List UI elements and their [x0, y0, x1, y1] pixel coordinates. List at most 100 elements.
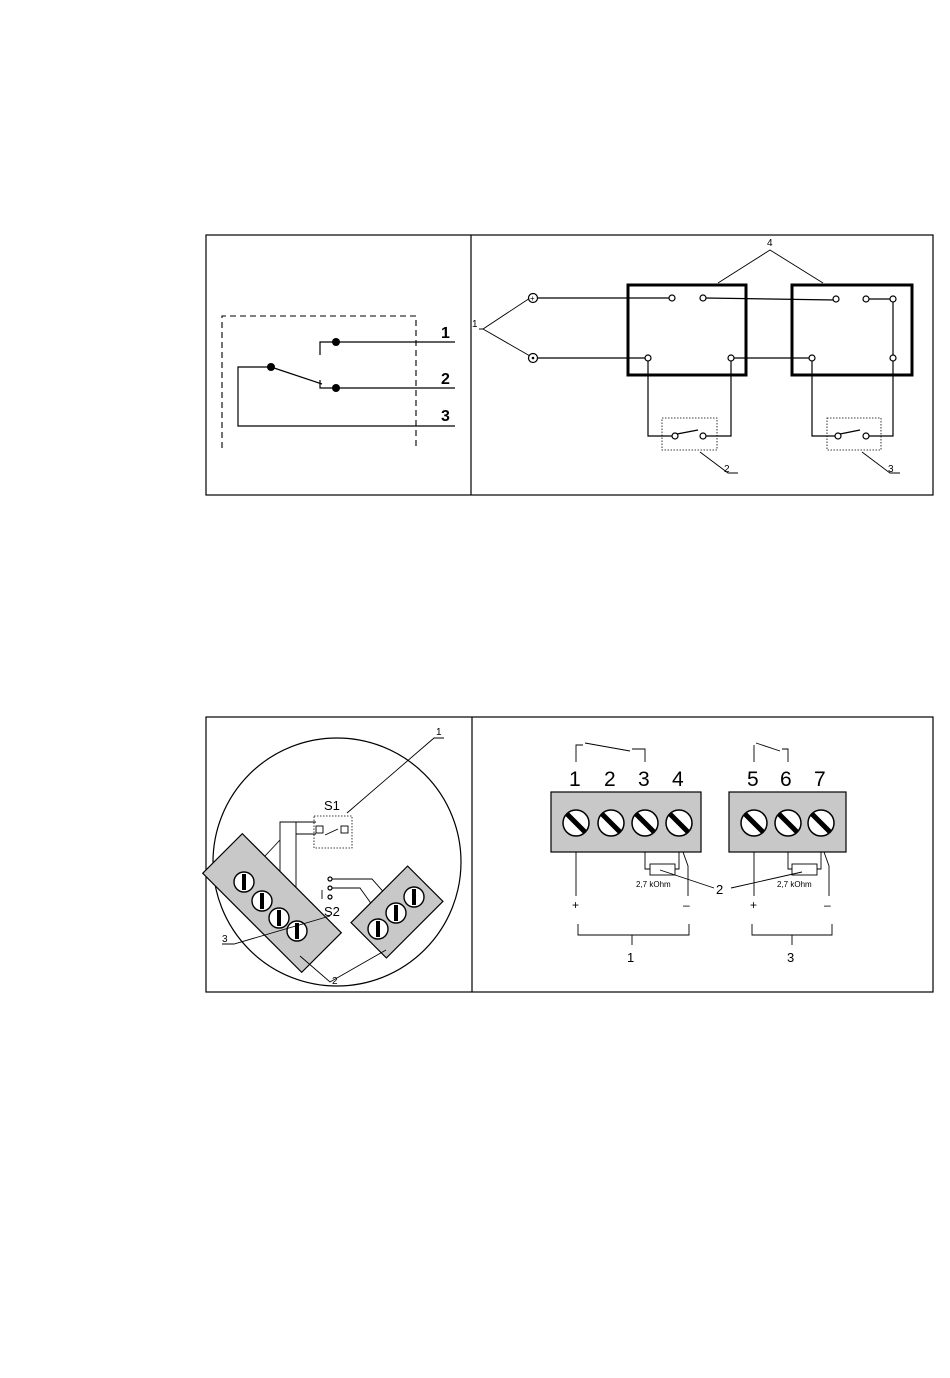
callout-3: 3: [787, 950, 794, 965]
contact-blade: [756, 743, 780, 751]
wire-minus: [683, 852, 688, 896]
callout-1: 1: [436, 727, 442, 738]
screw: [563, 810, 589, 836]
callout-1-leader: [347, 738, 444, 813]
wire-3: [238, 367, 455, 426]
device-terminal: [645, 355, 651, 361]
contact-symbol: [782, 749, 788, 762]
pivot-point: [267, 363, 275, 371]
callout-2: 2: [332, 976, 338, 987]
eol-switch: [677, 430, 698, 434]
detector-base-view: S1 S2 1 2 3: [203, 727, 461, 987]
wiring-diagram-1: 1 2 3 1 + 4: [0, 0, 950, 520]
wiring-diagram-2: S1 S2 1 2 3: [0, 700, 950, 1010]
switch-s1-contact: [316, 826, 323, 833]
switch-s2-contact: [328, 895, 332, 899]
eol-switch: [840, 430, 860, 434]
contact-point: [332, 384, 340, 392]
eol-contact: [863, 433, 869, 439]
s1-wire: [296, 822, 316, 834]
resistor-lead: [645, 852, 650, 869]
screw: [632, 810, 658, 836]
screw: [775, 810, 801, 836]
device-terminal: [728, 355, 734, 361]
bus-plus: [705, 298, 835, 300]
callout-3-leader: [862, 452, 900, 473]
eol-wire: [868, 361, 893, 436]
terminal-number: 1: [569, 768, 581, 791]
terminal-number: 7: [814, 768, 826, 791]
resistor-label: 2,7 kOhm: [777, 880, 812, 889]
contact-symbol: [576, 745, 583, 762]
terminal-number: 3: [638, 768, 650, 791]
device-terminal: [863, 296, 869, 302]
wire-minus: [824, 852, 829, 896]
switch-s1-contact: [341, 826, 348, 833]
switch-s1: [314, 816, 352, 848]
screw: [598, 810, 624, 836]
bracket-3: [752, 924, 832, 935]
bracket-1: [578, 924, 689, 935]
contact-blade: [585, 743, 630, 751]
figure-frame: [206, 235, 933, 495]
resistor-lead: [788, 852, 792, 869]
screw: [368, 919, 388, 939]
terminal-strips: 1 2 3 4 5 6 7 2,7 kOhm + – 1: [551, 743, 846, 965]
terminal-number: 4: [672, 768, 684, 791]
callout-3: 3: [888, 464, 894, 475]
screw: [386, 903, 406, 923]
plus-sign: +: [530, 294, 535, 303]
screw: [234, 872, 254, 892]
callout-4-leader: [718, 250, 823, 283]
callout-1: 1: [627, 950, 634, 965]
switch-s2-contact: [328, 877, 332, 881]
minus-sign: –: [824, 898, 831, 912]
resistor-lead: [817, 852, 821, 869]
plus-sign: +: [572, 898, 579, 912]
screw: [666, 810, 692, 836]
screw: [741, 810, 767, 836]
eol-wire: [648, 361, 672, 436]
callout-1-leader: [483, 329, 530, 356]
contact-point: [332, 338, 340, 346]
device-terminal: [809, 355, 815, 361]
callout-2: 2: [716, 882, 723, 897]
device-terminal: [700, 295, 706, 301]
terminal-number: 5: [747, 768, 759, 791]
device-terminal: [669, 295, 675, 301]
eol-module-2: [662, 418, 717, 450]
callout-3: 3: [222, 934, 228, 945]
device-terminal: [890, 296, 896, 302]
callout-4: 4: [767, 238, 773, 249]
callout-1: 1: [472, 319, 478, 330]
switch-blade: [271, 367, 322, 384]
label-2: 2: [441, 371, 450, 388]
loop-wiring-schematic: 1 + 4 2: [472, 238, 912, 475]
screw: [808, 810, 834, 836]
eol-contact: [700, 433, 706, 439]
eol-wire: [705, 361, 731, 436]
plus-sign: +: [750, 898, 757, 912]
label-1: 1: [441, 325, 450, 342]
contact-symbol: [632, 749, 645, 762]
minus-sign: [532, 357, 535, 360]
device-terminal: [833, 296, 839, 302]
relay-contact-schematic: 1 2 3: [222, 316, 455, 448]
terminal-number: 6: [780, 768, 792, 791]
minus-sign: –: [683, 898, 690, 912]
screw: [252, 891, 272, 911]
screw: [404, 887, 424, 907]
resistor-lead: [675, 852, 679, 869]
label-s1: S1: [324, 798, 340, 813]
callout-1-leader: [479, 298, 530, 329]
resistor-label: 2,7 kOhm: [636, 880, 671, 889]
housing-outline: [222, 316, 416, 448]
switch-s2-contact: [328, 886, 332, 890]
screw: [269, 908, 289, 928]
eol-wire: [812, 361, 836, 436]
callout-2: 2: [724, 464, 730, 475]
switch-s1-blade: [325, 829, 338, 835]
device-terminal: [890, 355, 896, 361]
terminal-number: 2: [604, 768, 616, 791]
label-3: 3: [441, 408, 450, 425]
